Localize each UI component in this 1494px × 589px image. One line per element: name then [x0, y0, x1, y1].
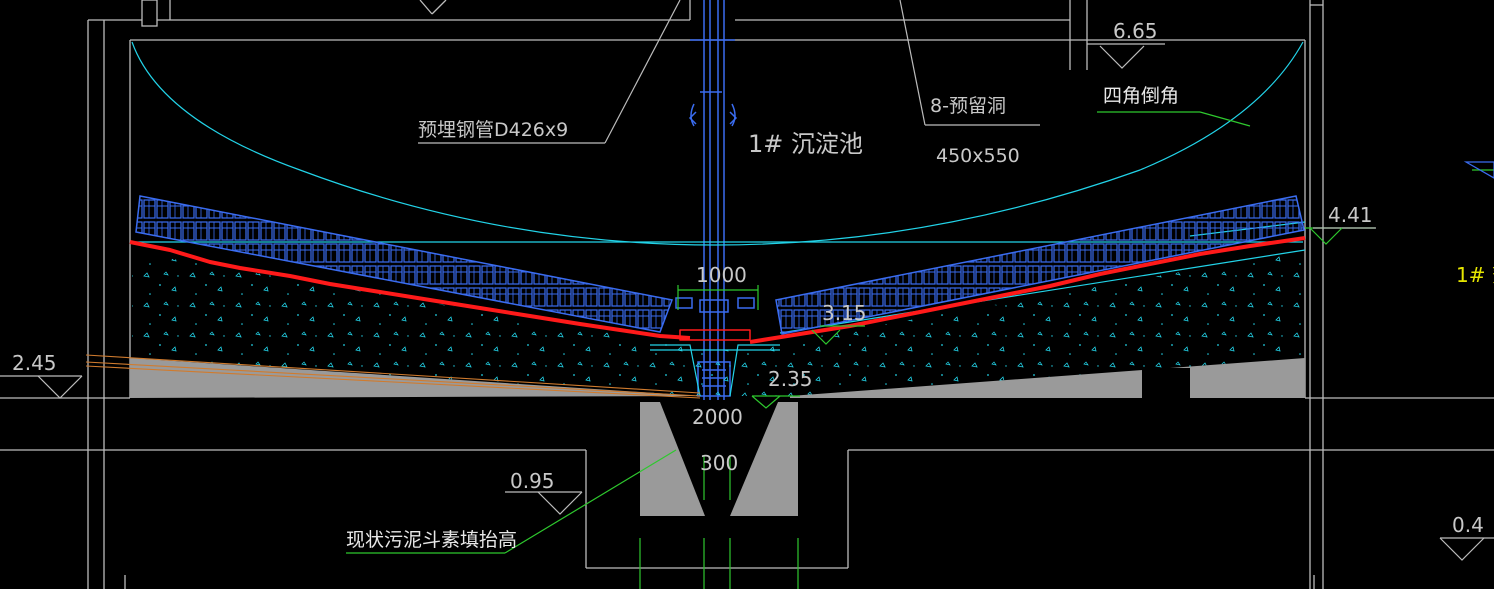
elevation-label-245: 2.45 — [12, 351, 57, 375]
elevation-label-04: 0.4 — [1452, 513, 1484, 537]
concrete-fill — [132, 250, 1305, 396]
tank-name-label: 1# 沉淀池 — [748, 130, 863, 158]
center-pipe — [675, 0, 755, 400]
slope-lines — [85, 354, 701, 399]
blue-marker-right — [1463, 161, 1494, 179]
elevation-label-235: 2.35 — [768, 367, 813, 391]
sludge-fill-label: 现状污泥斗素填抬高 — [346, 529, 517, 551]
elevation-markers — [0, 45, 1494, 561]
sludge-hopper-cutout — [660, 402, 778, 516]
elevation-marker-441 — [1309, 227, 1343, 245]
pipe-label: 预埋钢管D426x9 — [418, 119, 568, 141]
elevation-marker-315 — [811, 329, 841, 345]
dimension-label-2000: 2000 — [692, 405, 743, 429]
elevation-marker-235 — [751, 395, 781, 409]
elevation-label-441: 4.41 — [1328, 203, 1373, 227]
leader-lines — [346, 111, 1494, 589]
elevation-label-315: 3.15 — [822, 301, 867, 325]
right-edge-label: 1# 絮 — [1456, 263, 1494, 287]
reserved-hole-label: 8-预留洞 — [930, 95, 1006, 117]
green-elevation-markers — [751, 227, 1343, 409]
elevation-label-095: 0.95 — [510, 469, 555, 493]
red-slope-line — [129, 236, 1306, 344]
elevation-label-665: 6.65 — [1113, 19, 1158, 43]
elevation-marker-245 — [37, 375, 83, 399]
gray-leaders — [418, 0, 1376, 229]
elevation-marker-665 — [1099, 45, 1145, 69]
hole-size-label: 450x550 — [936, 145, 1020, 167]
chamfer-label: 四角倒角 — [1103, 85, 1179, 107]
dimension-label-300: 300 — [700, 451, 738, 475]
dimension-label-1000: 1000 — [696, 263, 747, 287]
elevation-marker-095 — [537, 491, 583, 515]
tube-settlers — [135, 195, 1305, 335]
elevation-marker-04 — [1439, 537, 1485, 561]
